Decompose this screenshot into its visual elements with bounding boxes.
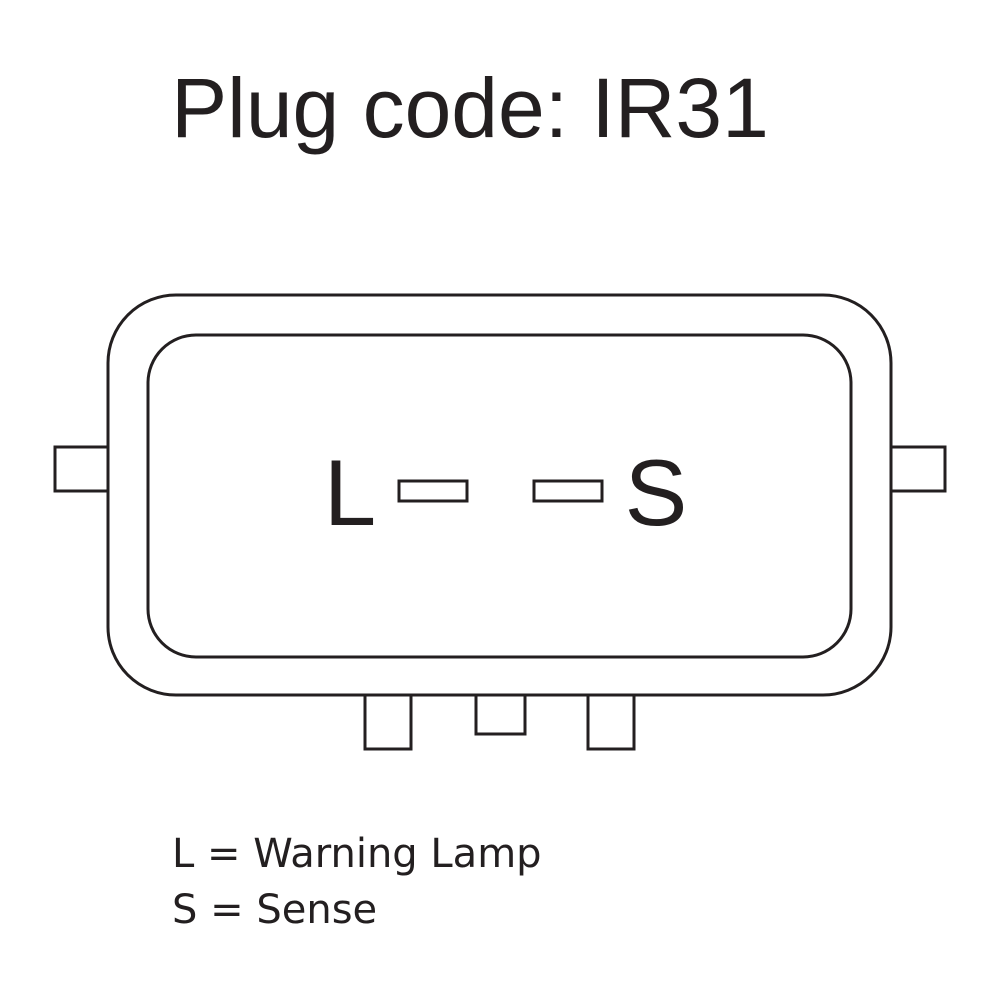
bottom-pin-middle <box>474 693 527 736</box>
legend: L = Warning Lamp S = Sense <box>172 826 542 938</box>
left-side-tab <box>53 445 112 493</box>
legend-item-s: S = Sense <box>172 887 378 933</box>
bottom-pin-left <box>363 693 413 751</box>
bottom-pin-right <box>586 693 636 751</box>
legend-item-l: L = Warning Lamp <box>172 831 542 877</box>
terminal-label-l: L <box>324 440 376 545</box>
connector-inner-face <box>146 333 853 659</box>
right-side-tab <box>888 445 947 493</box>
terminal-slot-s <box>532 479 604 503</box>
terminal-label-s: S <box>625 440 688 545</box>
terminal-slot-l <box>397 479 469 503</box>
page-title: Plug code: IR31 <box>171 61 769 155</box>
